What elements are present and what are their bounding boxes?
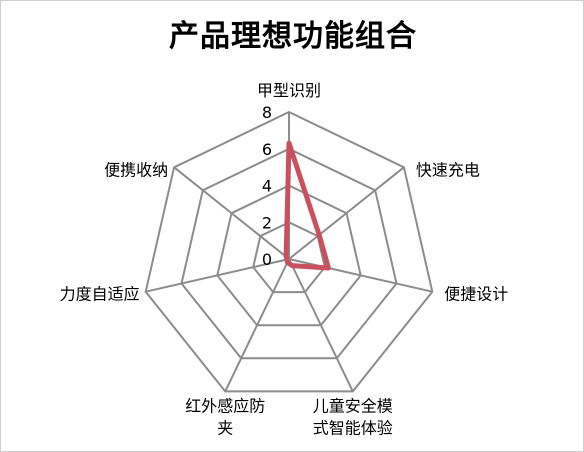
axis-label-5-0: 力度自适应 bbox=[60, 285, 140, 304]
axis-label-4-0: 红外感应防 bbox=[185, 396, 265, 415]
chart-title: 产品理想功能组合 bbox=[169, 19, 417, 54]
series-line-0 bbox=[283, 140, 331, 271]
grid-ring-8 bbox=[144, 110, 434, 393]
axis-label-2-0: 便捷设计 bbox=[444, 285, 508, 304]
spoke-1 bbox=[288, 166, 405, 260]
tick-label-4: 4 bbox=[262, 177, 272, 196]
axis-label-3-1: 式智能体验 bbox=[313, 418, 393, 437]
grid-ring-6 bbox=[180, 147, 398, 360]
axis-label-1-0: 快速充电 bbox=[416, 160, 480, 179]
spoke-5 bbox=[145, 258, 290, 293]
spoke-2 bbox=[288, 258, 433, 293]
axis-label-3-0: 儿童安全模 bbox=[313, 396, 393, 415]
spoke-6 bbox=[173, 166, 290, 260]
axis-label-4-1: 夹 bbox=[217, 418, 233, 437]
spoke-3 bbox=[288, 258, 354, 392]
grid-ring-4 bbox=[216, 184, 362, 327]
tick-label-2: 2 bbox=[262, 213, 272, 232]
tick-label-6: 6 bbox=[262, 140, 272, 159]
tick-label-8: 8 bbox=[262, 103, 272, 122]
spoke-4 bbox=[224, 258, 290, 392]
tick-label-0: 0 bbox=[262, 250, 272, 269]
axis-label-0-0: 甲型识别 bbox=[257, 81, 321, 100]
axis-label-6-0: 便携收纳 bbox=[104, 160, 168, 179]
